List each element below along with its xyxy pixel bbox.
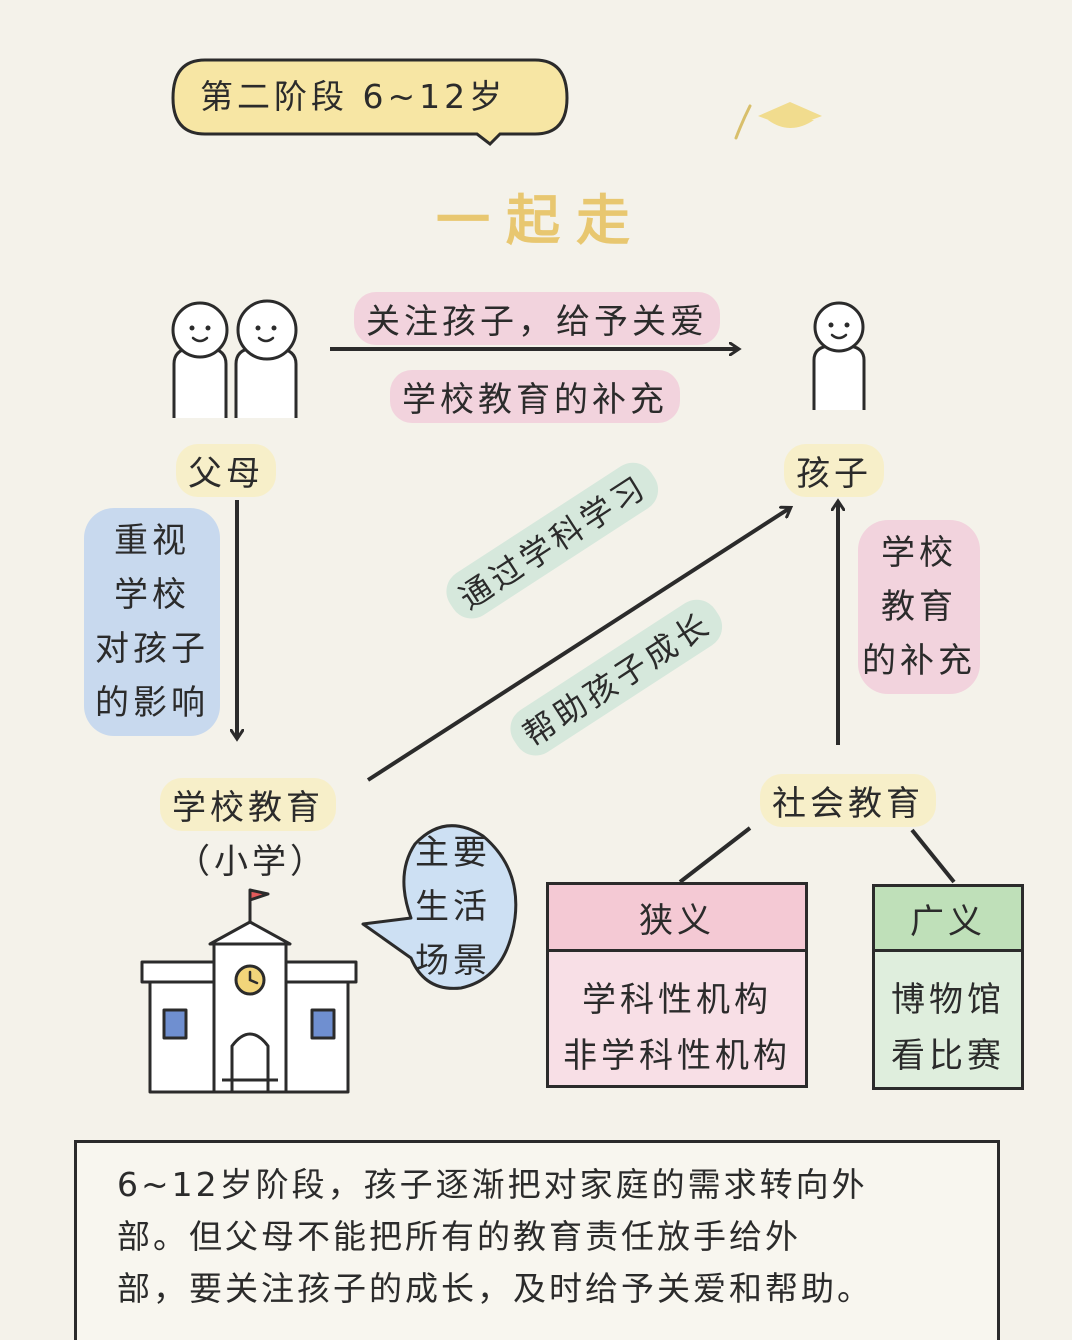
narrow-box: 狭义 学科性机构 非学科性机构: [546, 882, 808, 1088]
label-society-child: 学校 教育 的补充: [858, 520, 980, 694]
child-figure-icon: [812, 301, 866, 410]
broad-box-item: 博物馆: [891, 980, 1005, 1020]
label-parents-child-bottom: 学校教育的补充: [390, 370, 680, 423]
speech-bubble: [361, 824, 518, 990]
label-parents-school-line: 重视: [114, 521, 190, 561]
broad-box-header: 广义: [875, 887, 1021, 952]
narrow-box-item: 学科性机构: [582, 980, 772, 1020]
speech-bubble-text: 主要 生活 场景: [405, 826, 501, 988]
broad-box-title: 广义: [910, 901, 986, 942]
label-parents-child-top: 关注孩子，给予关爱: [354, 292, 720, 345]
label-society-child-line: 学校: [881, 533, 957, 573]
narrow-box-header: 狭义: [549, 885, 805, 952]
summary-line: 6~12岁阶段，孩子逐渐把对家庭的需求转向外: [117, 1165, 868, 1204]
broad-box: 广义 博物馆 看比赛: [872, 884, 1024, 1090]
summary-line: 部。但父母不能把所有的教育责任放手给外: [117, 1217, 801, 1256]
label-society-child-line: 教育: [881, 587, 957, 627]
subtitle: 一起走: [436, 189, 646, 252]
line-society-to-narrow: [678, 826, 752, 884]
node-school-subtitle: （小学）: [176, 842, 328, 882]
school-building-icon: [140, 888, 358, 1094]
broad-box-body: 博物馆 看比赛: [875, 952, 1021, 1084]
summary-line: 部，要关注孩子的成长，及时给予关爱和帮助。: [117, 1269, 873, 1308]
label-parents-school-line: 学校: [114, 575, 190, 615]
parents-figure-icon: [171, 299, 298, 418]
graduation-cap-icon: [734, 102, 822, 140]
narrow-box-title: 狭义: [639, 900, 715, 941]
speech-line: 生活: [415, 887, 491, 927]
stage-bubble: [171, 58, 569, 146]
summary-box: 6~12岁阶段，孩子逐渐把对家庭的需求转向外 部。但父母不能把所有的教育责任放手…: [74, 1140, 1000, 1340]
node-child: 孩子: [784, 444, 884, 497]
node-society: 社会教育: [760, 774, 936, 827]
broad-box-item: 看比赛: [891, 1036, 1005, 1076]
node-parents: 父母: [176, 444, 276, 497]
speech-line: 场景: [415, 941, 491, 981]
stage-label: 第二阶段 6~12岁: [200, 77, 507, 116]
arrow-school-to-child: [366, 508, 790, 782]
label-society-child-line: 的补充: [862, 641, 976, 681]
label-parents-school-line: 的影响: [95, 683, 209, 723]
line-society-to-broad: [910, 828, 956, 884]
label-parents-school: 重视 学校 对孩子 的影响: [84, 508, 220, 736]
label-parents-school-line: 对孩子: [95, 629, 209, 669]
narrow-box-item: 非学科性机构: [563, 1036, 791, 1076]
speech-line: 主要: [415, 833, 491, 873]
narrow-box-body: 学科性机构 非学科性机构: [549, 952, 805, 1084]
node-school: 学校教育: [160, 778, 336, 831]
